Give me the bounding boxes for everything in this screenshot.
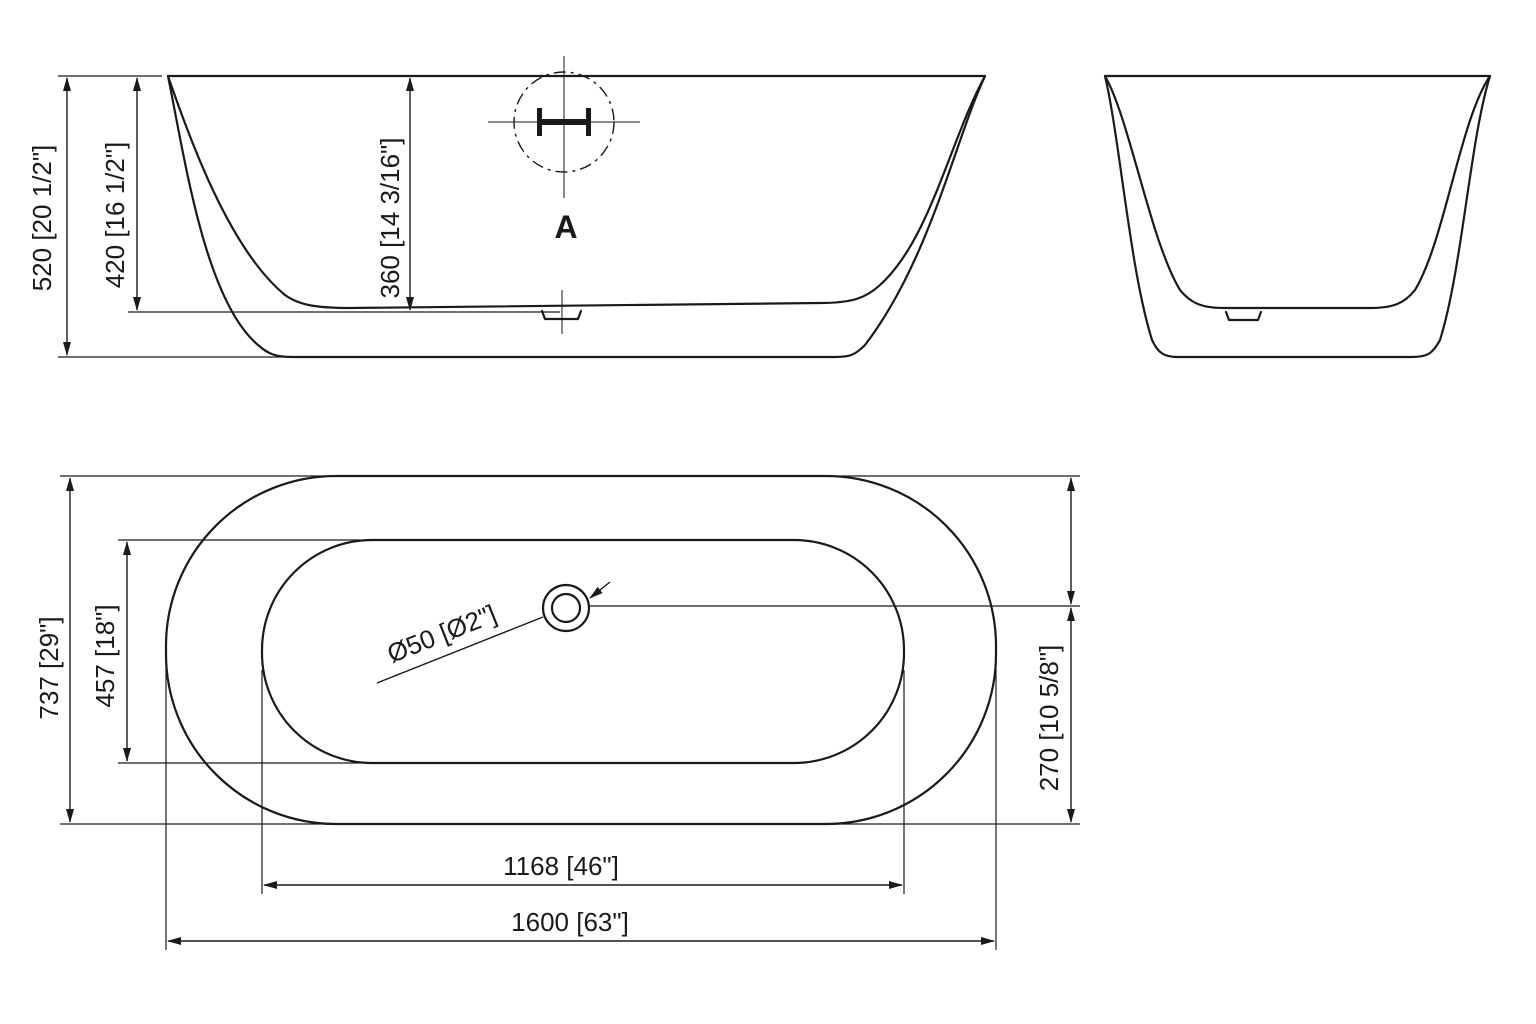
plan-inner-basin — [260, 538, 906, 765]
front-elevation-view: A 520 [20 1/2"] 420 [16 1/2"] 360 [14 3/… — [27, 56, 987, 359]
overflow-fitting-right — [586, 108, 591, 136]
front-outer-shell — [166, 74, 987, 359]
side-drain-outlet — [1224, 310, 1263, 322]
dim-text-interior-length: 1168 [46"] — [503, 851, 619, 881]
plan-drain-outer — [541, 583, 591, 633]
dim-text-drain-diameter: Ø50 [Ø2"] — [383, 598, 501, 668]
dim-text-drain-offset: 270 [10 5/8"] — [1034, 645, 1064, 792]
side-inner-basin — [1103, 74, 1492, 310]
plan-outer-rim — [164, 474, 998, 826]
dim-text-total-width: 737 [29"] — [34, 616, 64, 719]
dim-leader-drain-diameter — [376, 616, 544, 684]
plan-drain-inner — [550, 592, 582, 624]
plan-view: 737 [29"] 457 [18"] 270 [10 5/8"] Ø50 [Ø… — [34, 474, 1080, 950]
dim-text-overflow-height: 360 [14 3/16"] — [375, 137, 405, 298]
dim-text-total-height: 520 [20 1/2"] — [27, 145, 57, 292]
overflow-fitting-bar — [540, 119, 588, 125]
dim-text-interior-width: 457 [18"] — [90, 604, 120, 707]
side-elevation-view — [1103, 74, 1492, 359]
dim-text-total-length: 1600 [63"] — [511, 907, 629, 937]
dim-text-interior-height: 420 [16 1/2"] — [100, 142, 130, 289]
dim-arrow-drain-diameter — [589, 581, 611, 599]
detail-marker-a: A — [554, 209, 577, 245]
overflow-fitting-left — [537, 108, 542, 136]
side-outer-shell — [1103, 74, 1492, 359]
front-inner-basin — [166, 74, 987, 310]
